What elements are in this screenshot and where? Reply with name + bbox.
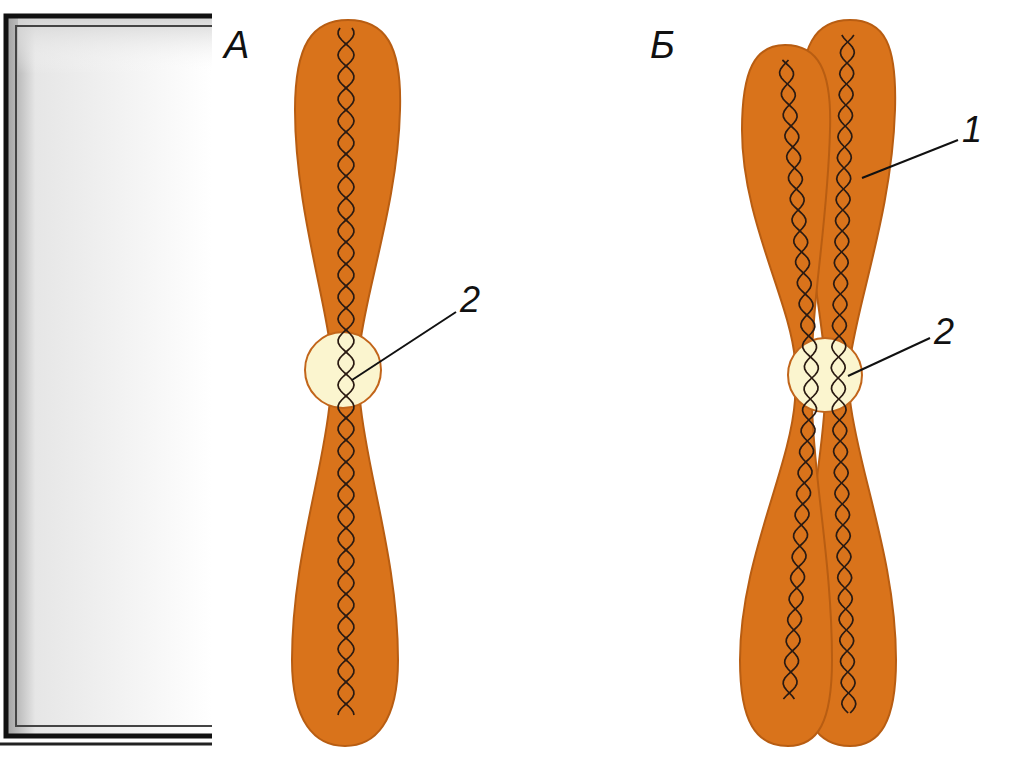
leader-line bbox=[848, 338, 930, 376]
leader-line bbox=[352, 312, 456, 380]
callout-number: 2 bbox=[460, 282, 480, 318]
callout-number: 2 bbox=[934, 314, 954, 350]
chromosome-a bbox=[292, 20, 400, 746]
dna-strand bbox=[781, 60, 818, 699]
dna-strand bbox=[780, 60, 818, 699]
leader-line bbox=[862, 140, 958, 178]
panel-letter: А bbox=[224, 26, 249, 64]
centromere bbox=[305, 332, 381, 408]
slide-frame bbox=[0, 14, 212, 744]
panel-letter: Б bbox=[650, 26, 675, 64]
dna-helices bbox=[338, 28, 856, 715]
dna-strand bbox=[338, 28, 354, 715]
dna-strand bbox=[338, 28, 354, 715]
callout-number: 1 bbox=[962, 112, 982, 148]
